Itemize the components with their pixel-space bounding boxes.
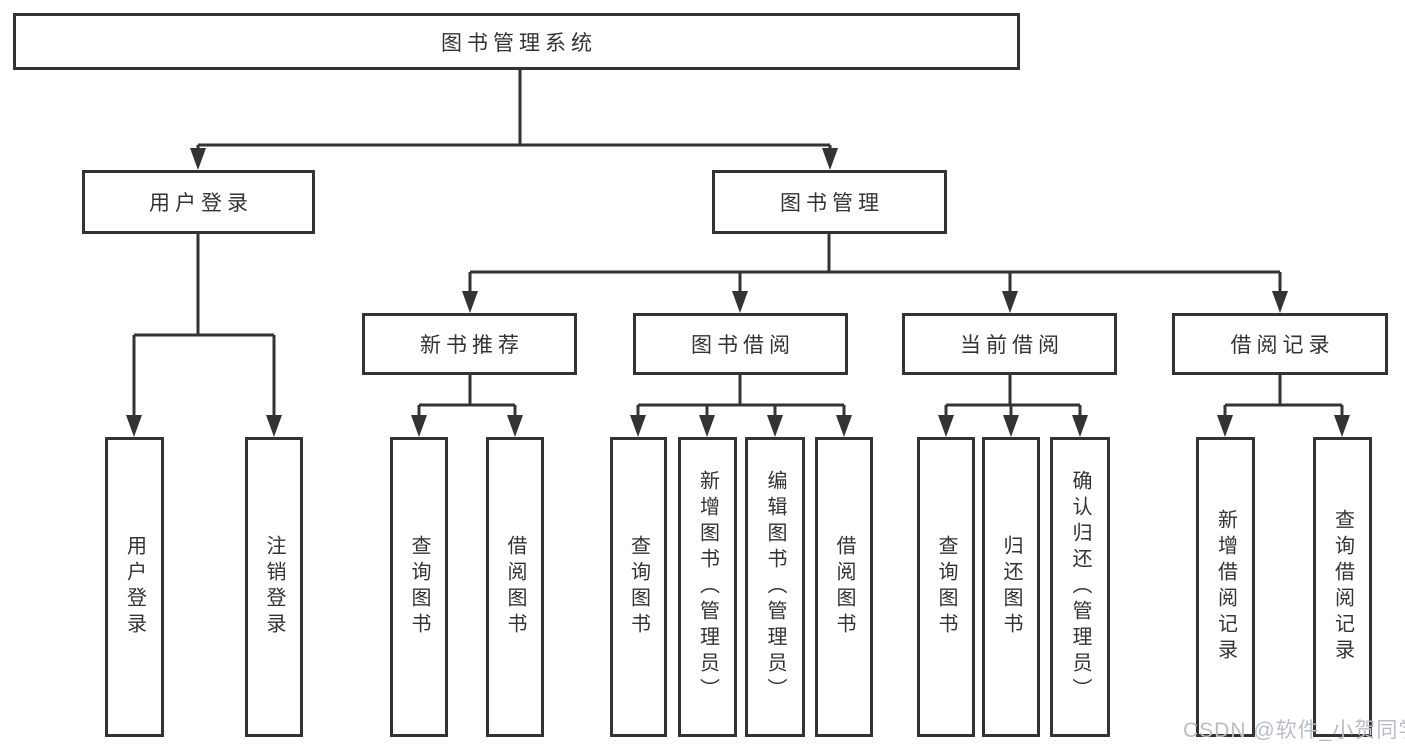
- node-new-book-recommend: 新书推荐: [362, 313, 577, 375]
- leaf-current-confirm-return-admin: 确认归还（管理员）: [1050, 437, 1110, 737]
- connector-root-to-level2: [190, 70, 838, 170]
- connector-borrowing-to-leaves: [630, 375, 852, 437]
- leaf-recommend-query-books: 查询图书: [390, 437, 448, 737]
- connector-records-to-leaves: [1217, 375, 1350, 437]
- node-current-borrowing: 当前借阅: [902, 313, 1117, 375]
- leaf-borrowing-edit-books-admin: 编辑图书（管理员）: [745, 437, 805, 737]
- node-book-management: 图书管理: [712, 170, 947, 234]
- leaf-records-add-record: 新增借阅记录: [1196, 437, 1255, 737]
- leaf-logout: 注销登录: [245, 437, 303, 737]
- leaf-borrowing-borrow-books: 借阅图书: [815, 437, 873, 737]
- leaf-records-query-record: 查询借阅记录: [1313, 437, 1372, 737]
- leaf-user-login: 用户登录: [105, 437, 164, 737]
- leaf-recommend-borrow-books: 借阅图书: [486, 437, 544, 737]
- node-book-borrowing: 图书借阅: [633, 313, 848, 375]
- leaf-borrowing-add-books-admin: 新增图书（管理员）: [678, 437, 737, 737]
- node-user-login: 用户登录: [82, 170, 315, 234]
- node-borrowing-records: 借阅记录: [1172, 313, 1388, 375]
- connector-user-login-to-leaves: [126, 234, 282, 437]
- leaf-current-return-books: 归还图书: [982, 437, 1040, 737]
- leaf-current-query-books: 查询图书: [917, 437, 975, 737]
- connector-book-management-to-level3: [462, 234, 1288, 313]
- connector-recommend-to-leaves: [411, 375, 523, 437]
- watermark: CSDN @软件_小贺同学: [1183, 719, 1405, 742]
- leaf-borrowing-query-books: 查询图书: [610, 437, 667, 737]
- connector-current-to-leaves: [938, 375, 1088, 437]
- node-library-management-system: 图书管理系统: [13, 13, 1020, 70]
